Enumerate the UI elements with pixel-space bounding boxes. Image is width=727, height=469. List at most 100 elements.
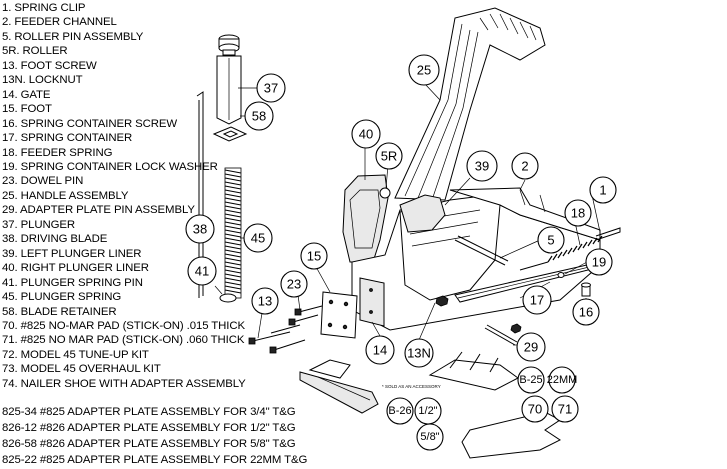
callout-half-inch: 1/2" <box>414 397 442 425</box>
adapter-list-item: 826-58 #826 ADAPTER PLATE ASSEMBLY FOR 5… <box>2 438 296 450</box>
callout-b25: B-25 <box>517 366 545 394</box>
callout-five-eighths: 5/8" <box>416 423 444 451</box>
parts-list-item: 40. RIGHT PLUNGER LINER <box>2 262 149 275</box>
svg-text:14: 14 <box>373 343 387 358</box>
parts-list-item: 70. #825 NO-MAR PAD (STICK-ON) .015 THIC… <box>2 319 245 332</box>
plunger-drawing <box>216 34 242 125</box>
parts-list-item: 1. SPRING CLIP <box>2 2 86 14</box>
svg-text:5R: 5R <box>381 149 398 164</box>
parts-list-item: 18. FEEDER SPRING <box>2 146 113 159</box>
callout-14: 14 <box>365 335 395 365</box>
parts-list-item: 58. BLADE RETAINER <box>2 305 117 318</box>
callout-25: 25 <box>408 54 440 86</box>
parts-list-item: 45. PLUNGER SPRING <box>2 291 122 304</box>
adapter-list-item: 825-22 #825 ADAPTER PLATE ASSEMBLY FOR 2… <box>2 454 308 466</box>
svg-text:B-25: B-25 <box>519 374 542 386</box>
svg-text:13N: 13N <box>407 346 431 361</box>
parts-list-item: 15. FOOT <box>2 103 52 116</box>
svg-text:B-26: B-26 <box>388 405 411 417</box>
callout-58: 58 <box>244 101 274 131</box>
callout-13: 13 <box>251 287 279 315</box>
parts-list-item: 37. PLUNGER <box>2 218 75 231</box>
callout-23: 23 <box>280 270 308 298</box>
parts-list: 1. SPRING CLIP 2. FEEDER CHANNEL 5. ROLL… <box>2 1 246 391</box>
svg-text:2: 2 <box>521 159 528 174</box>
parts-list-item: 19. SPRING CONTAINER LOCK WASHER <box>2 160 218 173</box>
callout-16: 16 <box>572 298 600 326</box>
adapter-plate-assembly-drawing <box>428 351 519 391</box>
parts-list-item: 39. LEFT PLUNGER LINER <box>2 247 142 260</box>
callout-13n: 13N <box>404 338 434 368</box>
svg-text:58: 58 <box>252 109 266 124</box>
svg-text:22MM: 22MM <box>547 374 578 386</box>
svg-text:41: 41 <box>195 264 209 279</box>
blade-retainer-drawing <box>212 126 248 142</box>
parts-list-item: 71. #825 NO MAR PAD (STICK-ON) .060 THIC… <box>2 334 245 347</box>
callout-45: 45 <box>243 223 273 253</box>
parts-list-item: 73. MODEL 45 OVERHAUL KIT <box>2 363 161 376</box>
adapter-plate-list: 825-34 #825 ADAPTER PLATE ASSEMBLY FOR 3… <box>2 404 307 468</box>
callout-29: 29 <box>516 332 546 362</box>
callout-18: 18 <box>564 199 592 227</box>
svg-text:29: 29 <box>524 340 538 355</box>
svg-text:37: 37 <box>264 81 278 96</box>
svg-text:15: 15 <box>307 249 321 264</box>
svg-text:17: 17 <box>530 293 544 308</box>
plunger-spring-drawing <box>219 167 242 303</box>
svg-text:40: 40 <box>359 127 373 142</box>
nailer-shoe-drawing <box>299 359 379 414</box>
accessory-note: * SOLD AS AN ACCESSORY <box>382 384 441 389</box>
svg-text:13: 13 <box>258 294 272 309</box>
svg-text:45: 45 <box>251 231 265 246</box>
callout-19: 19 <box>585 248 613 276</box>
callout-70: 70 <box>521 395 549 423</box>
svg-text:5: 5 <box>547 233 554 248</box>
parts-list-item: 13N. LOCKNUT <box>2 74 83 87</box>
parts-list-item: 29. ADAPTER PLATE PIN ASSEMBLY <box>2 204 195 217</box>
parts-list-item: 16. SPRING CONTAINER SCREW <box>2 117 178 130</box>
callout-15: 15 <box>300 242 328 270</box>
callout-5: 5 <box>537 226 565 254</box>
parts-list-item: 38. DRIVING BLADE <box>2 233 108 246</box>
svg-text:1/2": 1/2" <box>418 405 437 417</box>
callout-5r: 5R <box>375 142 403 170</box>
callout-37: 37 <box>256 73 286 103</box>
parts-list-item: 5. ROLLER PIN ASSEMBLY <box>2 30 144 43</box>
callout-71: 71 <box>551 395 579 423</box>
svg-text:23: 23 <box>287 277 301 292</box>
handle-assembly-drawing <box>394 7 546 201</box>
parts-list-item: 17. SPRING CONTAINER <box>2 132 133 145</box>
svg-text:5/8": 5/8" <box>420 431 439 443</box>
svg-text:70: 70 <box>528 402 542 417</box>
callout-b26: B-26 <box>386 397 414 425</box>
parts-list-item: 2. FEEDER CHANNEL <box>2 16 117 29</box>
callout-39: 39 <box>466 150 498 182</box>
parts-list-item: 41. PLUNGER SPRING PIN <box>2 276 143 289</box>
svg-text:71: 71 <box>558 402 572 417</box>
parts-list-item: 5R. ROLLER <box>2 45 68 58</box>
callout-41: 41 <box>187 256 217 286</box>
svg-text:38: 38 <box>193 222 207 237</box>
callout-38: 38 <box>185 214 215 244</box>
no-mar-pad-drawing <box>461 411 561 459</box>
foot-screws-drawing <box>248 305 323 354</box>
svg-text:19: 19 <box>592 255 606 270</box>
parts-list-item: 23. DOWEL PIN <box>2 175 84 188</box>
callout-2: 2 <box>511 152 539 180</box>
adapter-list-item: 826-12 #826 ADAPTER PLATE ASSEMBLY FOR 1… <box>2 422 296 434</box>
svg-text:39: 39 <box>475 159 489 174</box>
svg-text:1: 1 <box>599 183 606 198</box>
parts-list-item: 14. GATE <box>2 88 51 101</box>
adapter-list-item: 825-34 #825 ADAPTER PLATE ASSEMBLY FOR 3… <box>2 406 296 418</box>
callout-17: 17 <box>522 285 552 315</box>
parts-list-item: 13. FOOT SCREW <box>2 59 97 72</box>
parts-list-item: 74. NAILER SHOE WITH ADAPTER ASSEMBLY <box>2 377 246 390</box>
callout-22mm: 22MM <box>547 366 578 394</box>
callout-40: 40 <box>351 119 381 149</box>
parts-list-item: 72. MODEL 45 TUNE-UP KIT <box>2 348 149 361</box>
svg-text:18: 18 <box>571 206 585 221</box>
svg-text:16: 16 <box>579 305 593 320</box>
svg-text:25: 25 <box>417 63 431 78</box>
callout-1: 1 <box>589 176 617 204</box>
